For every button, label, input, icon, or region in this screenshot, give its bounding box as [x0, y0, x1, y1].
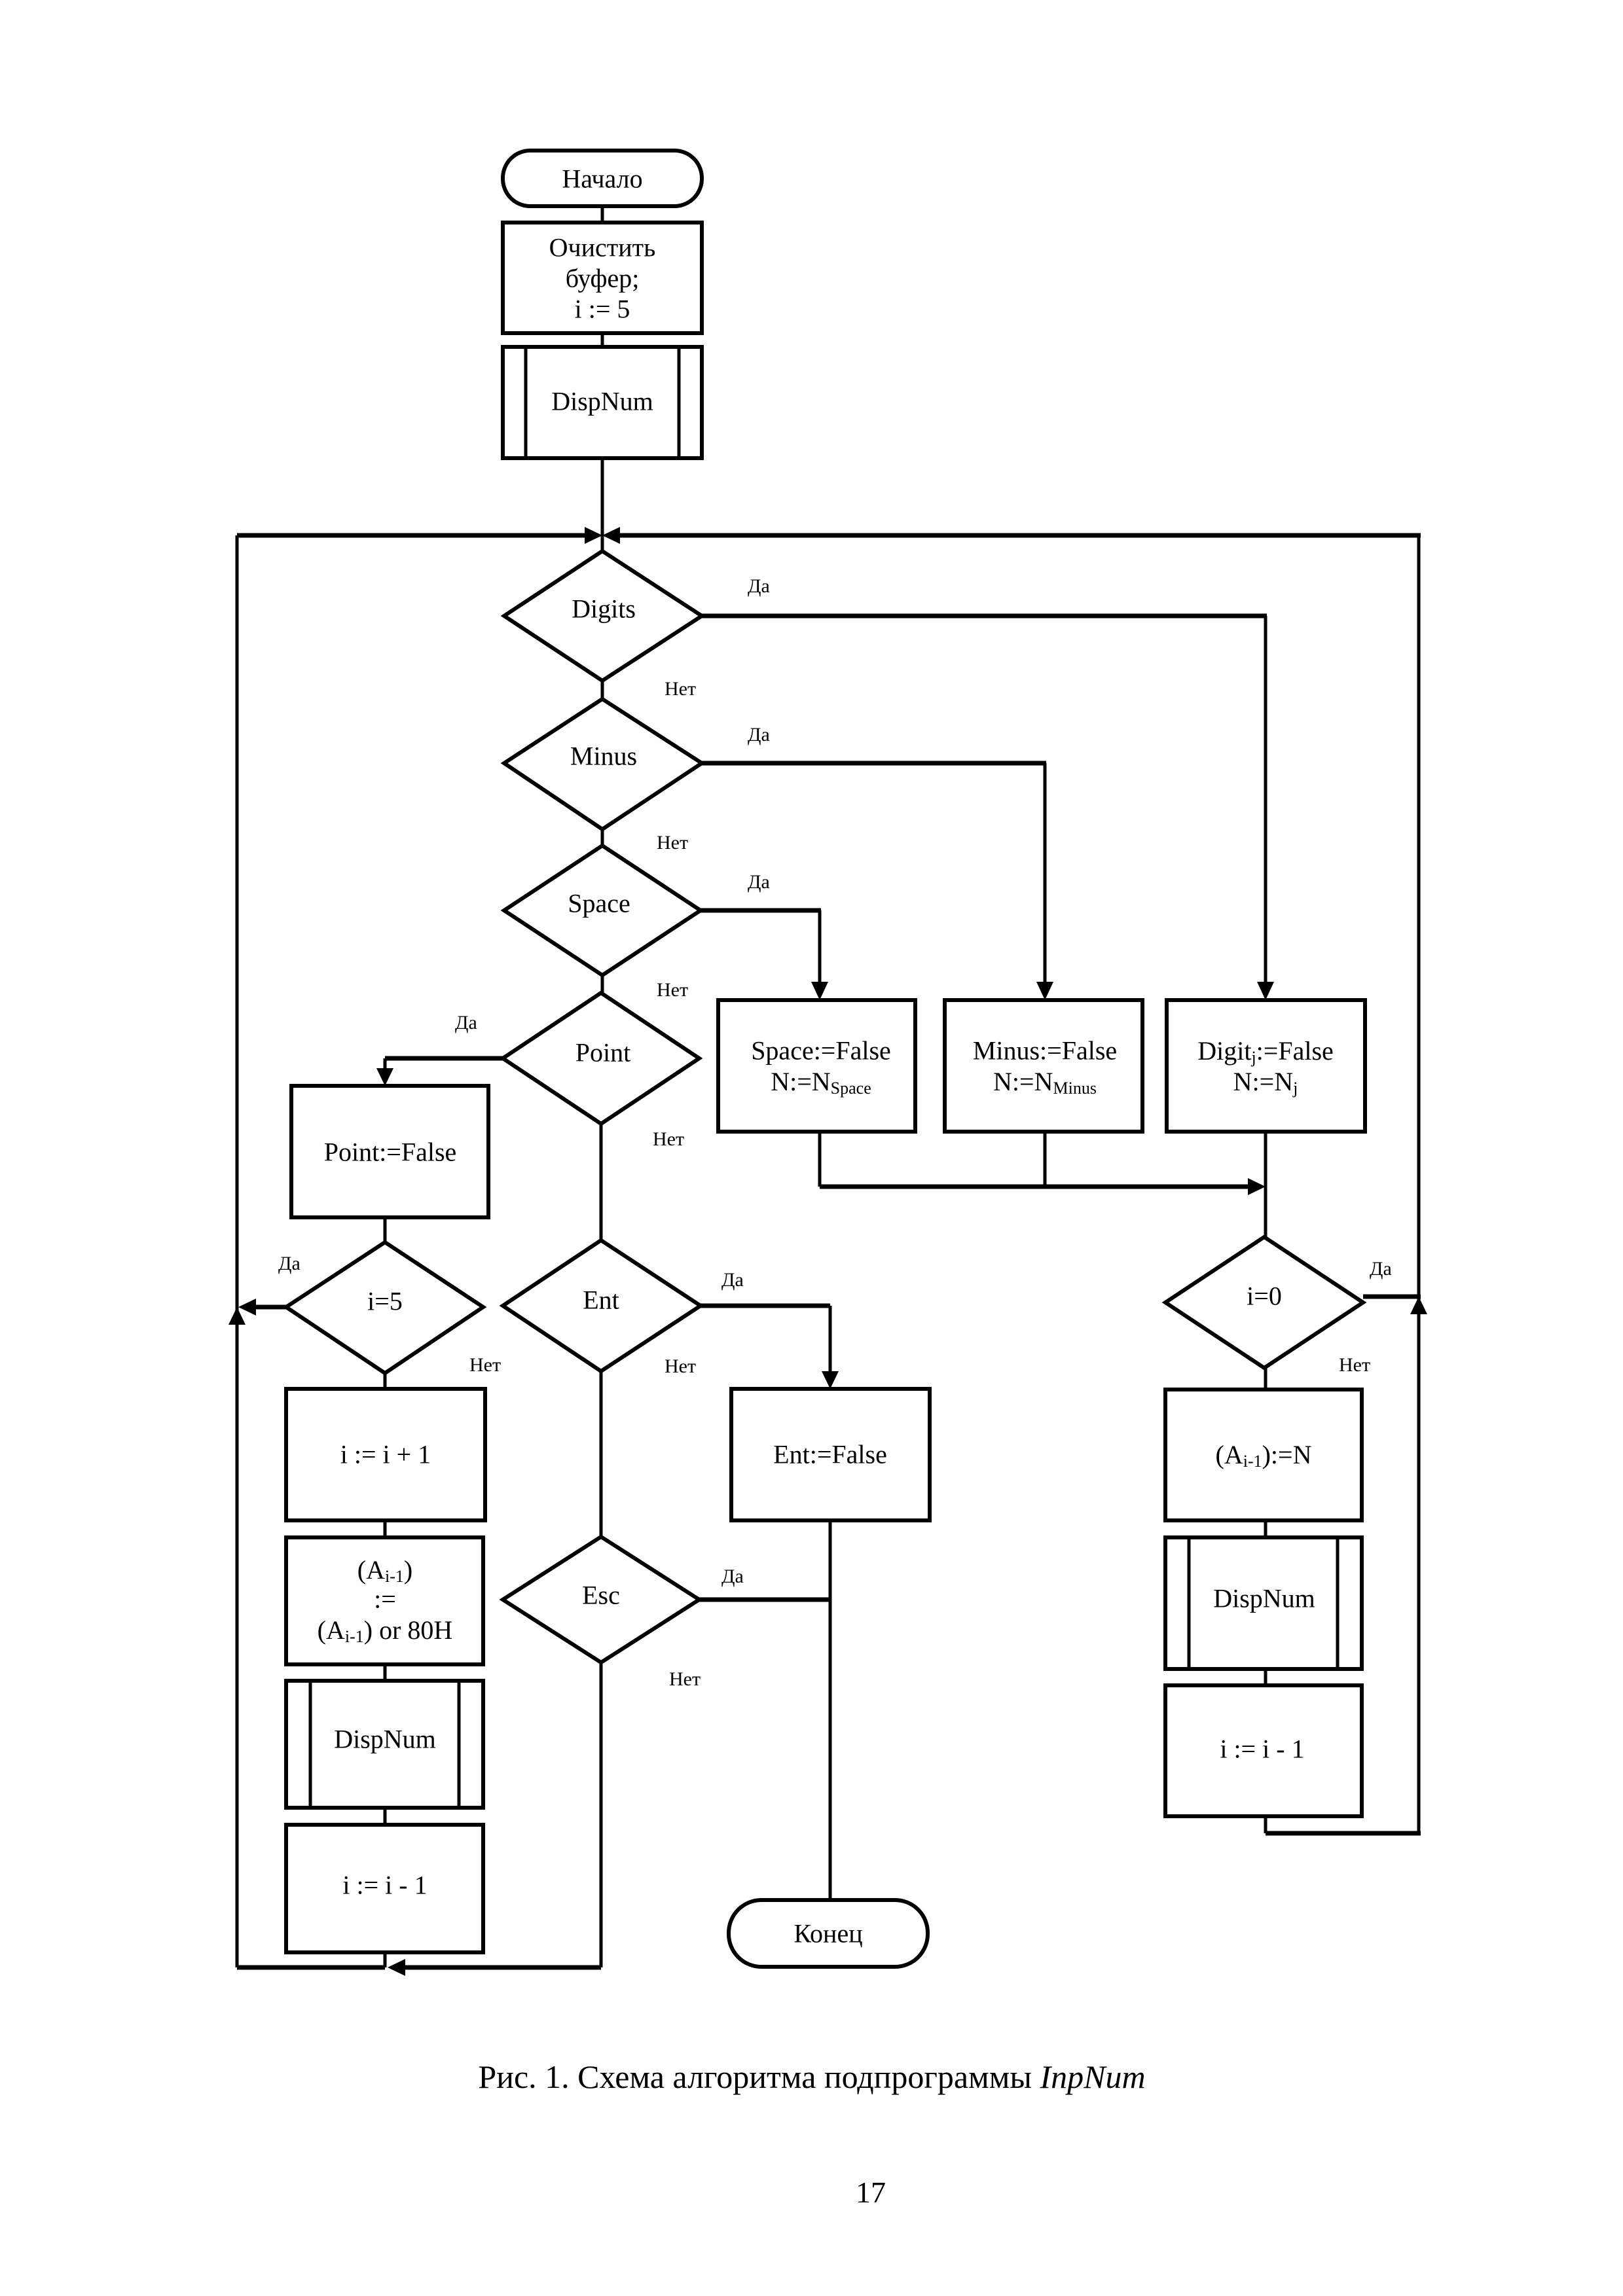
digits-decision: Digits Да Нет [500, 548, 770, 700]
set-high-bit-line-1: (Ai-1) [357, 1555, 412, 1586]
ent-decision: Ent Да Нет [499, 1238, 744, 1377]
arrow-down-icon [811, 982, 828, 1000]
i-increment-label: i := i + 1 [340, 1440, 431, 1469]
i-increment-process: i := i + 1 [284, 1387, 487, 1522]
dispnum-subroutine-2: DispNum [284, 1679, 485, 1810]
esc-decision: Esc Да Нет [499, 1534, 744, 1690]
point-label: Point [575, 1038, 630, 1067]
set-high-bit-line-2: := [374, 1585, 396, 1614]
end-terminator: Конец [727, 1898, 930, 1969]
arrow-right-icon [585, 527, 602, 544]
init-line-1: Очистить [549, 233, 656, 262]
dispnum-subroutine-1: DispNum [501, 345, 704, 460]
i-eq-0-label: i=0 [1247, 1282, 1282, 1311]
i-decrement-left-process: i := i - 1 [284, 1823, 485, 1954]
i-decrement-label: i := i - 1 [1220, 1734, 1304, 1764]
space-false-line-1: Space:=False [751, 1036, 891, 1066]
yes-label: Да [455, 1012, 477, 1033]
yes-label: Да [748, 724, 770, 745]
no-label: Нет [657, 832, 688, 853]
page-number: 17 [856, 2176, 886, 2209]
minus-false-line-1: Minus:=False [973, 1036, 1117, 1066]
dispnum-label: DispNum [1213, 1584, 1315, 1613]
yes-label: Да [721, 1269, 744, 1291]
minus-false-process: Minus:=False N:=NMinus [943, 998, 1144, 1134]
i-eq-5-label: i=5 [367, 1287, 403, 1316]
no-label: Нет [669, 1668, 701, 1690]
esc-label: Esc [582, 1581, 620, 1610]
store-digit-label: (Ai-1):=N [1216, 1440, 1312, 1471]
end-label: Конец [793, 1919, 862, 1948]
no-label: Нет [469, 1354, 501, 1376]
digit-false-process: Digitj:=False N:=Nj [1165, 998, 1367, 1134]
init-process: Очистить буфер; i := 5 [501, 221, 704, 335]
digits-label: Digits [572, 594, 636, 624]
arrow-up-icon [228, 1307, 246, 1325]
space-false-process: Space:=False N:=NSpace [716, 998, 917, 1134]
space-label: Space [568, 889, 630, 918]
figure-caption: Рис. 1. Схема алгоритма подпрограммы Inp… [478, 2058, 1145, 2095]
point-false-label: Point:=False [324, 1138, 457, 1167]
arrow-down-icon [1036, 982, 1053, 1000]
no-label: Нет [665, 1355, 696, 1377]
arrow-left-icon [602, 527, 620, 544]
dispnum-label: DispNum [334, 1725, 436, 1754]
arrow-left-icon [238, 1299, 256, 1316]
i-decrement-label: i := i - 1 [342, 1871, 427, 1900]
set-high-bit-process: (Ai-1) := (Ai-1) or 80H [284, 1535, 485, 1666]
yes-label: Да [748, 575, 770, 597]
no-label: Нет [657, 979, 688, 1001]
set-high-bit-line-3: (Ai-1) or 80H [318, 1615, 453, 1646]
no-label: Нет [653, 1128, 684, 1150]
i-decrement-right-process: i := i - 1 [1163, 1683, 1364, 1818]
no-label: Нет [665, 678, 696, 700]
init-line-3: i := 5 [575, 295, 630, 324]
minus-decision: Minus Да Нет [500, 696, 770, 853]
connectors [228, 206, 1427, 1976]
ent-false-process: Ent:=False [729, 1387, 932, 1522]
yes-label: Да [1370, 1258, 1392, 1280]
digit-false-line-2: N:=Nj [1233, 1067, 1298, 1098]
i-eq-5-decision: i=5 Да Нет [278, 1240, 501, 1376]
point-decision: Point Да Нет [455, 990, 703, 1150]
space-false-line-2: N:=NSpace [771, 1067, 871, 1098]
dispnum-label: DispNum [551, 387, 653, 416]
minus-label: Minus [570, 742, 637, 771]
ent-false-label: Ent:=False [773, 1440, 887, 1469]
space-decision: Space Да Нет [500, 843, 770, 1001]
arrow-down-icon [822, 1371, 839, 1389]
ent-label: Ent [583, 1285, 619, 1315]
yes-label: Да [278, 1253, 301, 1274]
arrow-down-icon [376, 1068, 393, 1086]
arrow-right-icon [1248, 1178, 1266, 1195]
i-eq-0-decision: i=0 Да Нет [1161, 1234, 1392, 1376]
arrow-up-icon [1410, 1297, 1427, 1314]
minus-false-line-2: N:=NMinus [993, 1067, 1097, 1098]
arrow-down-icon [1257, 982, 1274, 1000]
no-label: Нет [1339, 1354, 1370, 1376]
start-label: Начало [562, 164, 642, 194]
init-line-2: буфер; [566, 264, 640, 293]
arrow-left-icon [388, 1959, 405, 1976]
yes-label: Да [748, 871, 770, 893]
store-digit-process: (Ai-1):=N [1163, 1388, 1364, 1522]
start-terminator: Начало [501, 149, 704, 208]
digit-false-line-1: Digitj:=False [1197, 1036, 1334, 1067]
point-false-process: Point:=False [289, 1084, 490, 1219]
dispnum-subroutine-3: DispNum [1163, 1535, 1364, 1671]
yes-label: Да [721, 1566, 744, 1587]
